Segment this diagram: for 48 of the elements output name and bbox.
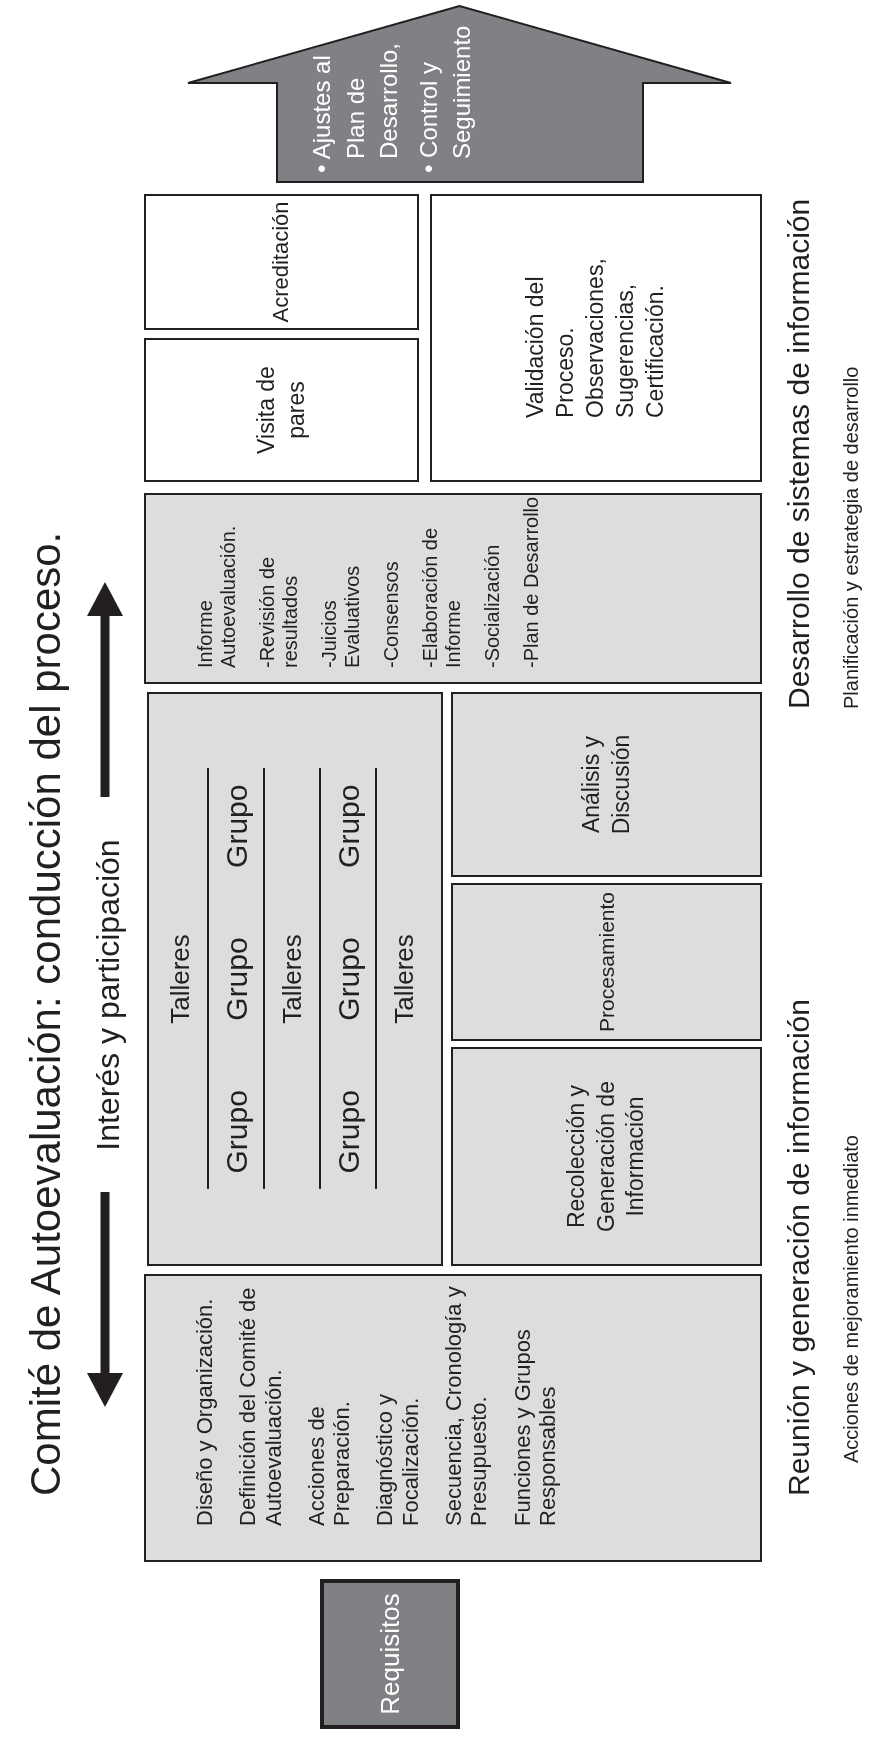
list-item: Acciones de Preparación. [303,1400,355,1526]
box-text: Validación del Proceso. Observaciones, Sugerencias, Certificación. [521,258,669,418]
group-label: Grupo [218,784,254,868]
section-label: Desarrollo de sistemas de información [781,198,816,709]
process-box [144,194,419,330]
list-item: Funciones y Grupos Responsables [509,1328,561,1526]
workshop-heading: Talleres [163,934,196,1024]
process-box [451,1047,762,1266]
title-text: Comité de Autoevaluación: conducción del proceso. [21,531,70,1496]
process-box [451,883,762,1041]
list-item: Informe Autoevaluación. [194,524,240,668]
list-item: Secuencia, Cronología y Presupuesto. [441,1286,492,1526]
process-box [147,692,443,1266]
note-text: Acciones de mejoramiento inmediato [839,1135,863,1463]
group-label: Grupo [330,1090,366,1174]
group-label: Grupo [218,937,254,1021]
box-text: Recolección y Generación de Información [561,1080,650,1234]
process-box [144,1274,762,1562]
note-text: Planificación y estrategia de desarrollo [839,366,863,709]
box-text: Procesamiento [593,891,619,1033]
list-item: Definición del Comité de Autoevaluación. [235,1286,286,1526]
box-text: Análisis y Discusión [576,733,635,837]
box-text: Visita de pares [251,365,310,456]
process-box [144,338,419,482]
list-item: Diseño y Organización. [192,1297,218,1526]
list-item: Diagnóstico y Focalización. [372,1392,424,1526]
process-box [430,194,762,482]
workshop-heading: Talleres [387,934,420,1024]
list-item: -Plan de Desarrollo [520,496,543,668]
block-arrow [187,5,732,183]
arrow-label: Interés y participación [89,839,127,1151]
process-box [144,493,762,684]
list-item: -Consensos [380,560,403,668]
process-box [451,692,762,877]
box-text: Requisitos [373,1593,406,1715]
group-label: Grupo [218,1090,254,1174]
workshop-heading: Talleres [275,934,308,1024]
list-item: -Juicios Evaluativos [318,564,364,668]
arrow-text: • Control y Seguimiento [413,24,477,173]
box-text: Acreditación [267,201,295,323]
group-label: Grupo [330,784,366,868]
section-label: Reunión y generación de información [781,999,816,1496]
list-item: -Socialización [481,543,504,668]
list-item: -Revisión de resultados [256,555,302,668]
list-item: -Elaboración de Informe [419,526,465,668]
dark-box [320,1579,460,1729]
arrow-text: • Ajustes al Plan de Desarrollo, [307,41,404,173]
group-label: Grupo [330,937,366,1021]
